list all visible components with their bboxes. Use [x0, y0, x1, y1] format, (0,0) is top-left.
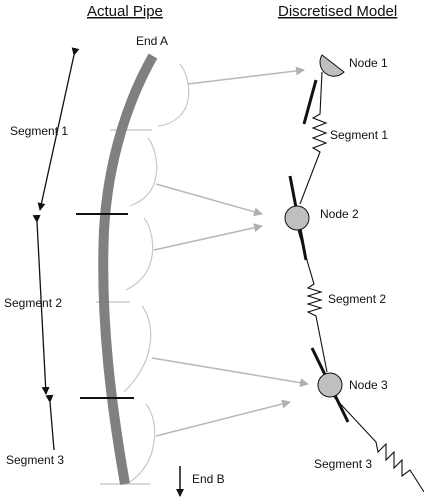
node-2-label: Node 2	[320, 207, 359, 221]
end-a-label: End A	[136, 34, 168, 48]
model-segment-2-label: Segment 2	[328, 292, 386, 306]
node-3-circle	[317, 372, 343, 398]
segment-1-extent-arrow	[37, 47, 80, 211]
spring-segment-3	[333, 396, 424, 493]
model-segment-3-label: Segment 3	[314, 457, 372, 471]
pipe-segment-1-label: Segment 1	[10, 124, 68, 138]
heading-actual-pipe: Actual Pipe	[87, 3, 163, 20]
spring-segment-1	[299, 71, 328, 205]
end-b-label: End B	[192, 472, 225, 486]
bracket-3	[125, 217, 154, 291]
segment-3-extent-arrow	[45, 394, 55, 451]
node-1-bar	[302, 79, 318, 125]
map-arrow-node-3b	[155, 399, 291, 437]
model-segment-1-label: Segment 1	[330, 128, 388, 142]
segment-2-extent-arrow	[32, 214, 50, 395]
map-arrow-node-3a	[151, 357, 309, 388]
map-arrow-node-2a	[155, 183, 263, 217]
node-2-circle	[284, 205, 310, 231]
bracket-4	[123, 305, 152, 393]
bracket-2	[129, 137, 158, 207]
map-arrow-node-1	[187, 66, 305, 85]
pipe-segment-3-label: Segment 3	[6, 453, 64, 467]
node-1-label: Node 1	[349, 56, 388, 70]
heading-discretised-model: Discretised Model	[278, 3, 397, 20]
node-3-label: Node 3	[349, 378, 388, 392]
bracket-5	[129, 403, 156, 483]
spring-segment-2	[297, 229, 328, 373]
pipe-segment-2-label: Segment 2	[4, 296, 62, 310]
node-1-circle	[319, 54, 345, 77]
map-arrow-node-2b	[153, 223, 263, 251]
pipe	[98, 53, 158, 485]
bracket-1	[157, 63, 190, 127]
